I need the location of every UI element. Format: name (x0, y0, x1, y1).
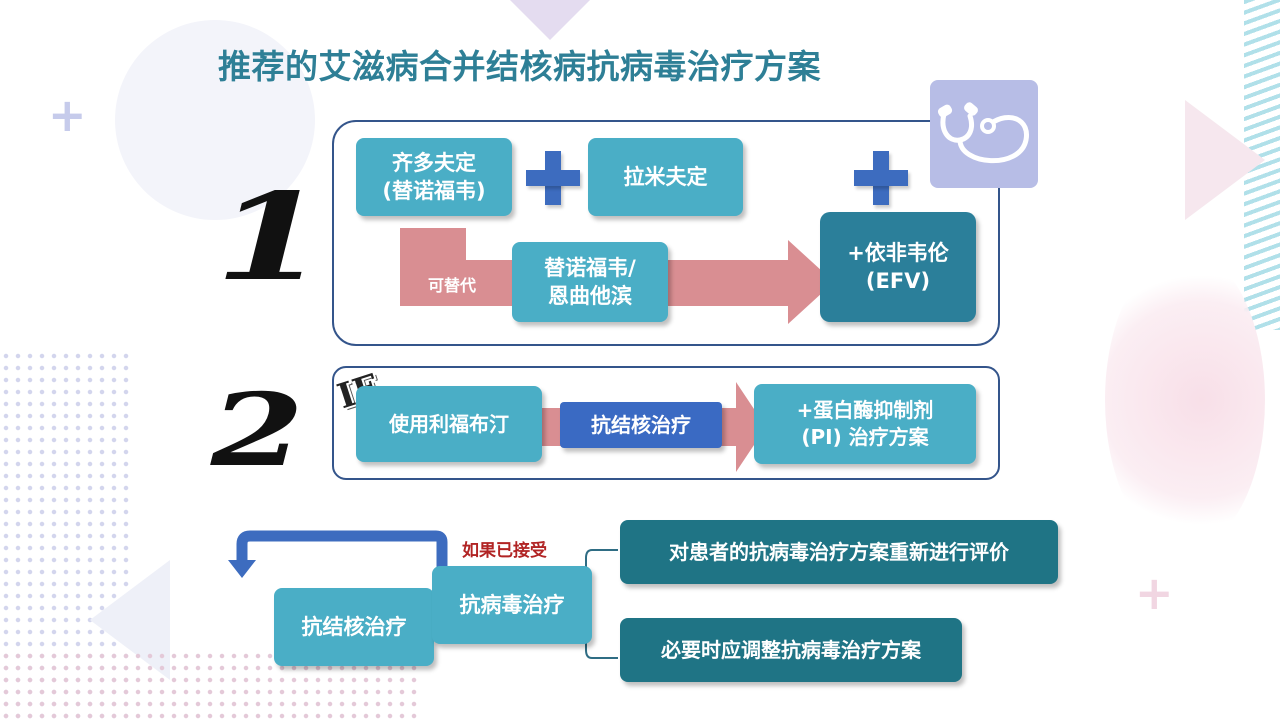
alternative-label: 可替代 (428, 276, 477, 295)
result-line1: +依非韦伦 (847, 240, 949, 265)
alternative-drug-box: 替诺福韦/ 恩曲他滨 (512, 242, 668, 322)
pi-line2: (PI) 治疗方案 (801, 425, 929, 449)
decor-cross-icon: + (48, 88, 87, 142)
anti-tb-treatment-box: 抗结核治疗 (274, 588, 434, 666)
reevaluate-regimen-box: 对患者的抗病毒治疗方案重新进行评价 (620, 520, 1058, 584)
stethoscope-icon (937, 102, 1029, 164)
drug-zidovudine-box: 齐多夫定 (替诺福韦) (356, 138, 512, 216)
decor-cross-icon: + (1135, 566, 1174, 620)
plus-icon (854, 151, 908, 205)
antiviral-treatment-box: 抗病毒治疗 (432, 566, 592, 644)
efavirenz-result-box: +依非韦伦 (EFV) (820, 212, 976, 322)
pi-line1: +蛋白酶抑制剂 (796, 398, 934, 422)
drug-a-line1: 齐多夫定 (392, 150, 476, 175)
rifabutin-condition-box: 使用利福布汀 (356, 386, 542, 462)
adjust-regimen-box: 必要时应调整抗病毒治疗方案 (620, 618, 962, 682)
return-arrow (228, 530, 448, 578)
decor-circle-left (115, 20, 315, 220)
plus-icon (526, 151, 580, 205)
result-line2: (EFV) (865, 269, 931, 293)
alternative-line2: 恩曲他滨 (548, 284, 632, 308)
drug-a-line2: (替诺福韦) (382, 179, 486, 203)
decor-circle-right (1105, 250, 1265, 550)
decor-triangle-top (510, 0, 590, 40)
stethoscope-card (930, 80, 1038, 188)
drug-lamivudine-box: 拉米夫定 (588, 138, 743, 216)
anti-tb-therapy-box: 抗结核治疗 (560, 402, 722, 448)
scheme-2-number: 2 (195, 371, 319, 489)
decor-triangle-right (1185, 100, 1265, 220)
page-title: 推荐的艾滋病合并结核病抗病毒治疗方案 (218, 47, 821, 86)
alternative-line1: 替诺福韦/ (544, 255, 636, 280)
protease-inhibitor-box: +蛋白酶抑制剂 (PI) 治疗方案 (754, 384, 976, 464)
accepted-label: 如果已接受 (462, 541, 547, 561)
